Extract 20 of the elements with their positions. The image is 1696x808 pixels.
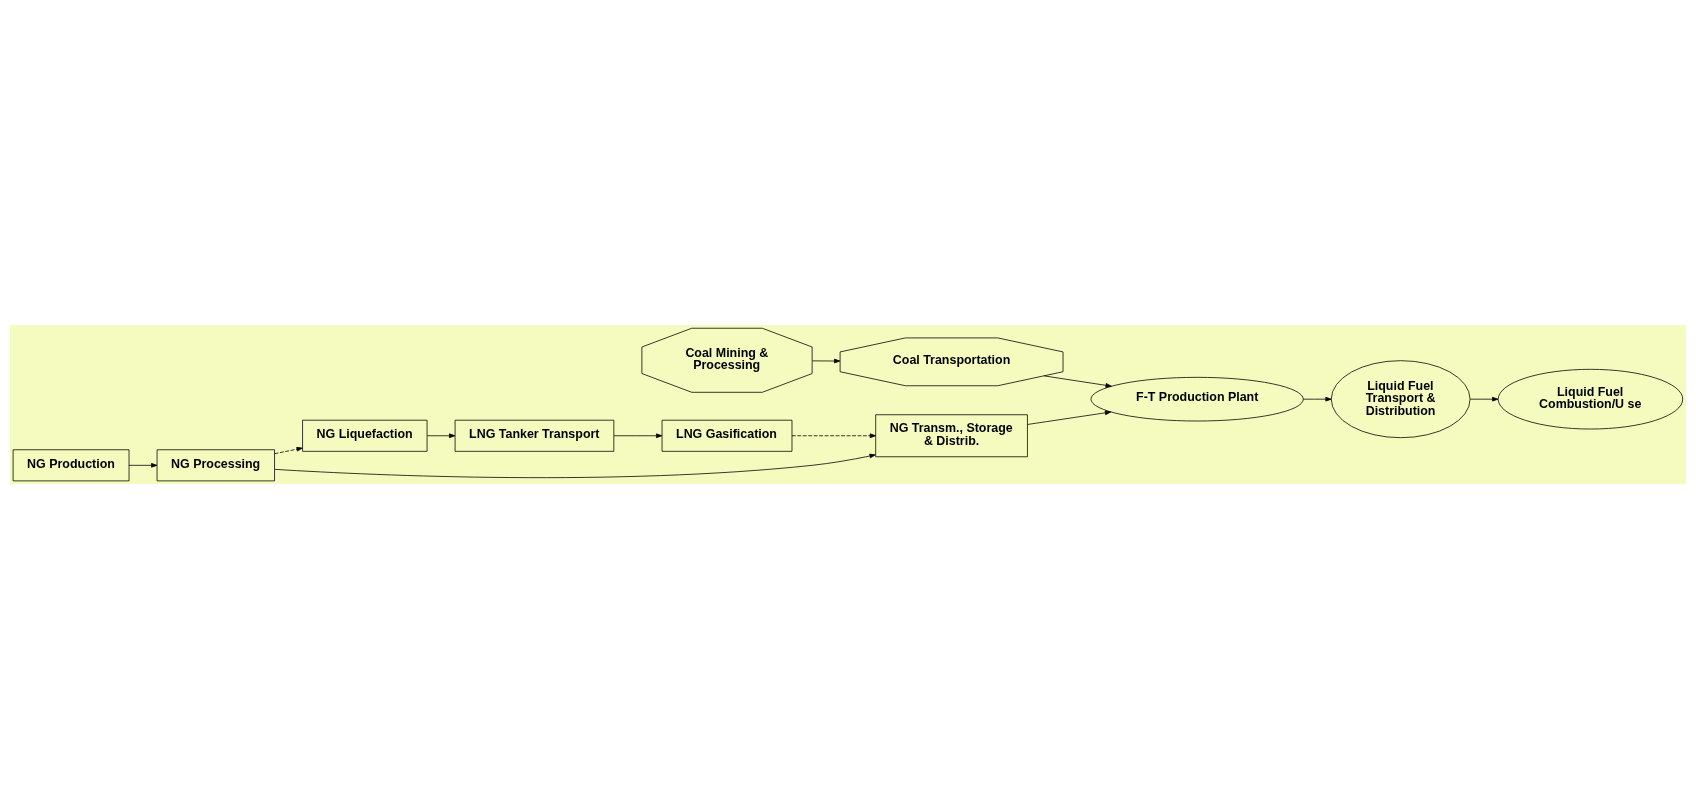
arrow xyxy=(613,432,663,438)
node-ellipse: F-T Production Plant xyxy=(1090,376,1304,421)
node-box: NG Liquefaction xyxy=(302,419,428,452)
arrow xyxy=(274,453,876,478)
node-box: NG Processing xyxy=(156,448,275,481)
node-box: LNG Gasification xyxy=(661,419,793,452)
arrow xyxy=(1302,396,1332,401)
node-ellipse: Liquid Fuel Combustion/U se xyxy=(1497,368,1684,429)
node-box: LNG Tanker Transport xyxy=(454,419,615,452)
arrow xyxy=(1469,396,1499,401)
arrow xyxy=(791,432,876,438)
arrow xyxy=(812,358,841,363)
node-ellipse: Liquid Fuel Transport & Distribution xyxy=(1330,359,1471,438)
node-box: NG Production xyxy=(12,448,130,481)
arrow xyxy=(128,462,158,468)
arrow xyxy=(426,432,456,438)
arrow xyxy=(1043,374,1112,388)
arrow xyxy=(1027,410,1112,425)
arrow xyxy=(274,446,303,454)
node-box: NG Transm., Storage & Distrib. xyxy=(875,413,1028,457)
